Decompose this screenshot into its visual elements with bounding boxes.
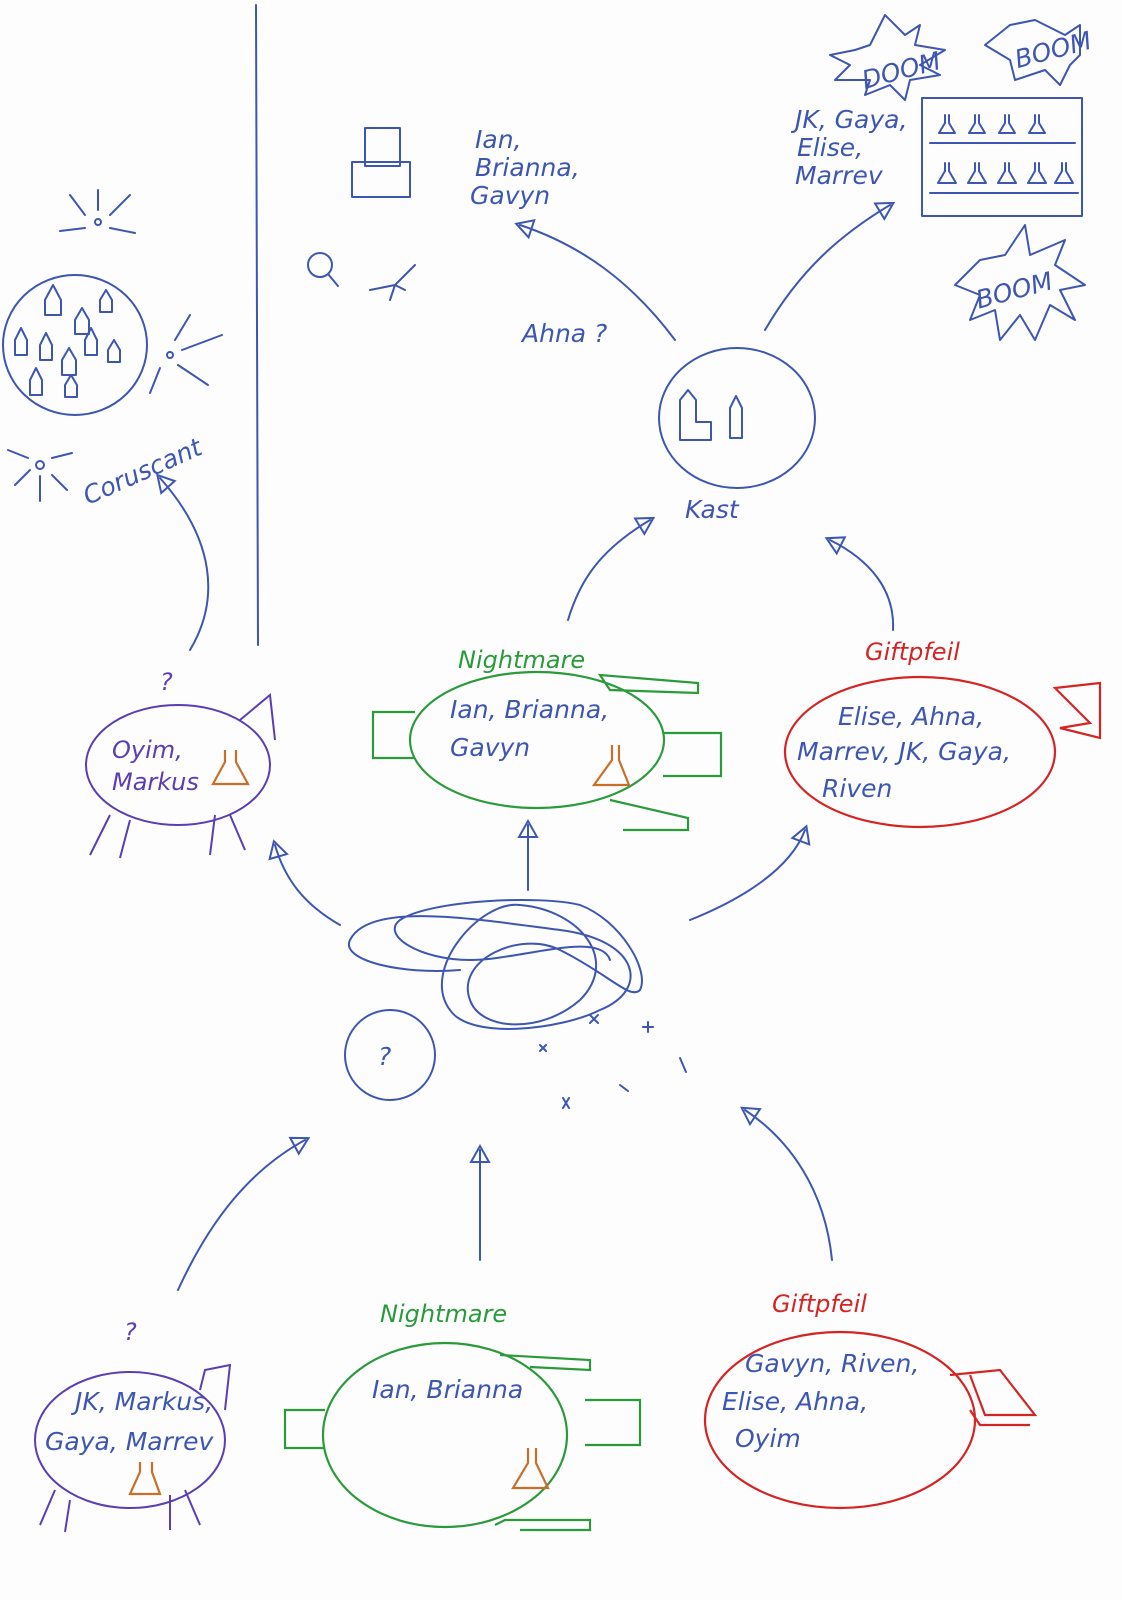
svg-text:Giftpfeil: Giftpfeil — [865, 638, 960, 666]
arrow-giftpfeil-to-kast — [824, 536, 895, 631]
svg-text:Oyim,Markus: Oyim,Markus — [112, 736, 199, 796]
bottom-nightmare-ship: Nightmare Ian, Brianna — [283, 1300, 642, 1532]
arrow-to-coruscant — [155, 473, 210, 651]
arrow-to-giftpfeil — [689, 824, 811, 921]
tablet-icon — [351, 127, 411, 198]
top-ian-group: Ian, Brianna, Gavyn — [470, 125, 588, 210]
svg-text:?: ? — [124, 1318, 137, 1346]
svg-text:Nightmare: Nightmare — [380, 1300, 507, 1328]
flask-icon — [211, 750, 250, 786]
flask-icon — [511, 1448, 550, 1490]
bottom-purple-ship: ? JK, Markus,Gaya, Marrev — [34, 1318, 232, 1533]
svg-text:JK, Markus,Gaya, Marrev: JK, Markus,Gaya, Marrev — [45, 1387, 215, 1456]
coruscant-planet-icon — [2, 189, 223, 502]
svg-text:Elise, Ahna,Marrev, JK, Gaya,R: Elise, Ahna,Marrev, JK, Gaya,Riven — [797, 702, 1011, 803]
flask-icon — [128, 1462, 162, 1496]
magnifier-icon — [307, 252, 339, 287]
flask-shelf-icon — [921, 97, 1083, 217]
arrow-nightmare-to-kast — [567, 516, 656, 621]
svg-text:?: ? — [378, 1042, 391, 1071]
top-jk-group: JK, Gaya, Elise, Marrev — [790, 105, 915, 190]
svg-text:Ian, Brianna,Gavyn: Ian, Brianna,Gavyn — [450, 695, 609, 762]
flask-icon — [591, 745, 631, 787]
chaos-scribble-icon — [347, 899, 643, 1030]
kast-castle-node — [658, 347, 816, 489]
svg-text:Nightmare: Nightmare — [458, 646, 585, 674]
middle-nightmare-ship: Nightmare Ian, Brianna,Gavyn — [371, 646, 723, 832]
boom-burst-icon: BOOM — [954, 224, 1086, 341]
bottom-giftpfeil-ship: Giftpfeil Gavyn, Riven,Elise, Ahna,Oyim — [703, 1290, 1038, 1510]
middle-purple-ship: ? Oyim,Markus — [85, 668, 276, 859]
arrow-kast-to-ian-group — [514, 218, 676, 341]
unknown-node: ? — [344, 1009, 436, 1101]
arrow-bottom-giftpfeil-up — [739, 1106, 833, 1261]
kast-label: Kast — [685, 495, 740, 524]
ahna-question-label: Ahna ? — [520, 319, 607, 348]
divider-line — [255, 4, 259, 646]
boom-burst-icon: DOOM — [829, 14, 946, 101]
arrow-kast-to-jk-group — [764, 201, 896, 331]
svg-text:Giftpfeil: Giftpfeil — [772, 1290, 867, 1318]
stars-icon — [539, 1014, 687, 1109]
branch-icon — [369, 264, 416, 301]
svg-text:Gavyn, Riven,Elise, Ahna,Oyim: Gavyn, Riven,Elise, Ahna,Oyim — [722, 1349, 919, 1453]
svg-text:Ian, Brianna: Ian, Brianna — [372, 1375, 523, 1404]
boom-burst-icon: BOOM — [984, 19, 1095, 86]
coruscant-label: Coruscant — [79, 432, 208, 510]
svg-text:?: ? — [160, 668, 173, 696]
svg-text:BOOM: BOOM — [973, 266, 1056, 314]
svg-text:BOOM: BOOM — [1012, 26, 1095, 74]
middle-giftpfeil-ship: Giftpfeil Elise, Ahna,Marrev, JK, Gaya,R… — [783, 638, 1102, 829]
arrow-to-purple-ship — [268, 839, 341, 926]
arrow-bottom-purple-up — [177, 1136, 311, 1291]
svg-text:DOOM: DOOM — [859, 46, 944, 95]
